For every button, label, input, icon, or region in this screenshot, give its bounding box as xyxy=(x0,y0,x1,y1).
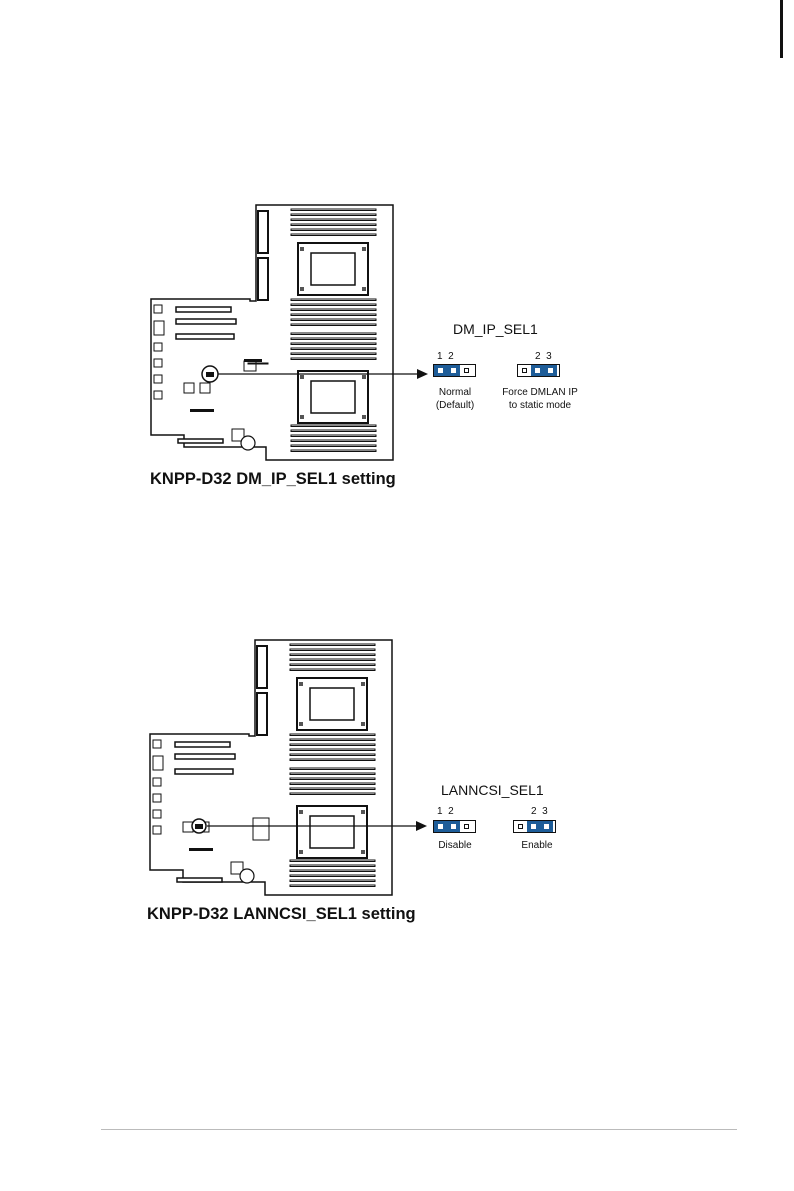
pointer-arrow-2 xyxy=(392,818,432,834)
option-normal-line1: Normal xyxy=(419,386,491,399)
jumper-pin-2 xyxy=(531,365,544,376)
jumper-option-enable xyxy=(513,820,556,833)
option-normal-line2: (Default) xyxy=(419,399,491,412)
pin-numbers-left: 1 2 xyxy=(437,351,454,362)
jumper-title: DM_IP_SEL1 xyxy=(453,321,538,337)
jumper-option-force xyxy=(517,364,560,377)
option-force-label: Force DMLAN IP to static mode xyxy=(494,386,586,412)
option-disable-line1: Disable xyxy=(425,839,485,852)
jumper-pin-2 xyxy=(527,821,540,832)
jumper-pin-3 xyxy=(460,821,473,832)
jumper-pin-1 xyxy=(434,365,447,376)
option-enable-line1: Enable xyxy=(507,839,567,852)
pin-numbers-right: 2 3 xyxy=(535,351,552,362)
pointer-arrow-1 xyxy=(393,366,433,382)
option-enable-label: Enable xyxy=(507,839,567,852)
pin-numbers-left: 1 2 xyxy=(437,806,454,817)
jumper-pin-1 xyxy=(434,821,447,832)
jumper-pin-2 xyxy=(447,365,460,376)
jumper-pin-3 xyxy=(544,365,557,376)
option-normal-label: Normal (Default) xyxy=(419,386,491,412)
jumper-pin-1 xyxy=(514,821,527,832)
jumper-pin-1 xyxy=(518,365,531,376)
jumper-option-normal xyxy=(433,364,476,377)
diagram-caption: KNPP-D32 LANNCSI_SEL1 setting xyxy=(147,905,416,924)
jumper-pin-3 xyxy=(460,365,473,376)
jumper-pin-3 xyxy=(540,821,553,832)
option-force-line1: Force DMLAN IP xyxy=(494,386,586,399)
motherboard-layout-1 xyxy=(148,203,398,463)
footer-rule xyxy=(101,1129,737,1130)
motherboard-layout-2 xyxy=(147,638,397,898)
jumper-title: LANNCSI_SEL1 xyxy=(441,782,544,798)
option-force-line2: to static mode xyxy=(494,399,586,412)
diagram-caption: KNPP-D32 DM_IP_SEL1 setting xyxy=(150,470,396,489)
pin-numbers-right: 2 3 xyxy=(531,806,548,817)
jumper-pin-2 xyxy=(447,821,460,832)
page-edge-rule xyxy=(780,0,783,58)
option-disable-label: Disable xyxy=(425,839,485,852)
jumper-option-disable xyxy=(433,820,476,833)
